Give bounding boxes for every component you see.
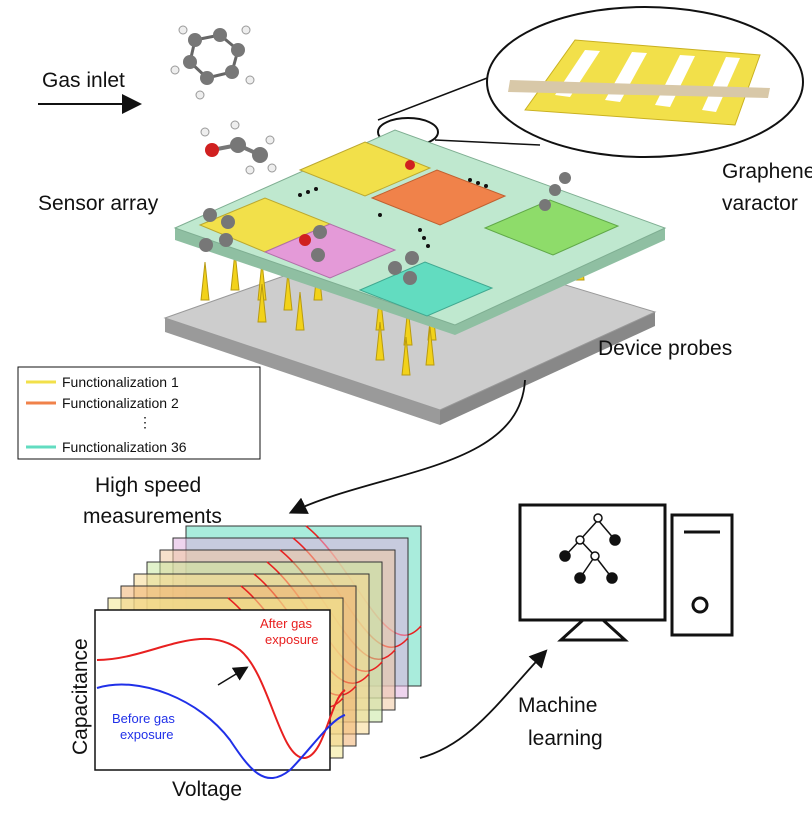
gas-inlet-label: Gas inlet [42, 69, 125, 92]
flow-arrow-to-ml [419, 649, 548, 759]
x-axis-label: Voltage [172, 778, 242, 801]
probe [295, 291, 305, 331]
probe [200, 261, 210, 301]
molecule-toluene [170, 25, 255, 100]
probe [230, 251, 240, 291]
probe [283, 271, 293, 311]
machine-learning-label-2: learning [528, 727, 603, 750]
before-label-2: exposure [120, 727, 173, 742]
legend-item-36: Functionalization 36 [62, 439, 187, 455]
probe [375, 321, 385, 361]
computer-icon [518, 503, 734, 642]
flow-arrow-to-measurements [288, 379, 526, 514]
sensor-board [173, 129, 667, 335]
probe [425, 326, 435, 366]
front-plot [94, 609, 346, 780]
probe [403, 306, 413, 346]
molecule-ethanol [200, 120, 277, 175]
legend-item-1: Functionalization 1 [62, 374, 179, 390]
legend-ellipsis: ⋮ [138, 414, 152, 430]
machine-learning-label-1: Machine [518, 694, 597, 717]
sensor-array-label: Sensor array [38, 192, 159, 215]
legend-item-2: Functionalization 2 [62, 395, 179, 411]
graphene-varactor-label-2: varactor [722, 192, 798, 215]
after-curve [96, 637, 346, 760]
probe [401, 336, 411, 376]
y-axis-label: Capacitance [69, 638, 92, 755]
probe [257, 283, 267, 323]
legend: Functionalization 1 Functionalization 2 … [17, 366, 261, 460]
high-speed-label-2: measurements [83, 505, 222, 528]
before-label-1: Before gas [112, 711, 175, 726]
after-label-2: exposure [265, 632, 318, 647]
graphene-varactor-label-1: Graphene [722, 160, 812, 183]
change-arrow [217, 666, 249, 686]
before-curve [96, 683, 346, 780]
after-label-1: After gas [260, 616, 313, 631]
graphene-varactor-zoom [377, 6, 804, 158]
device-probes-label: Device probes [598, 337, 732, 360]
high-speed-label-1: High speed [95, 474, 201, 497]
